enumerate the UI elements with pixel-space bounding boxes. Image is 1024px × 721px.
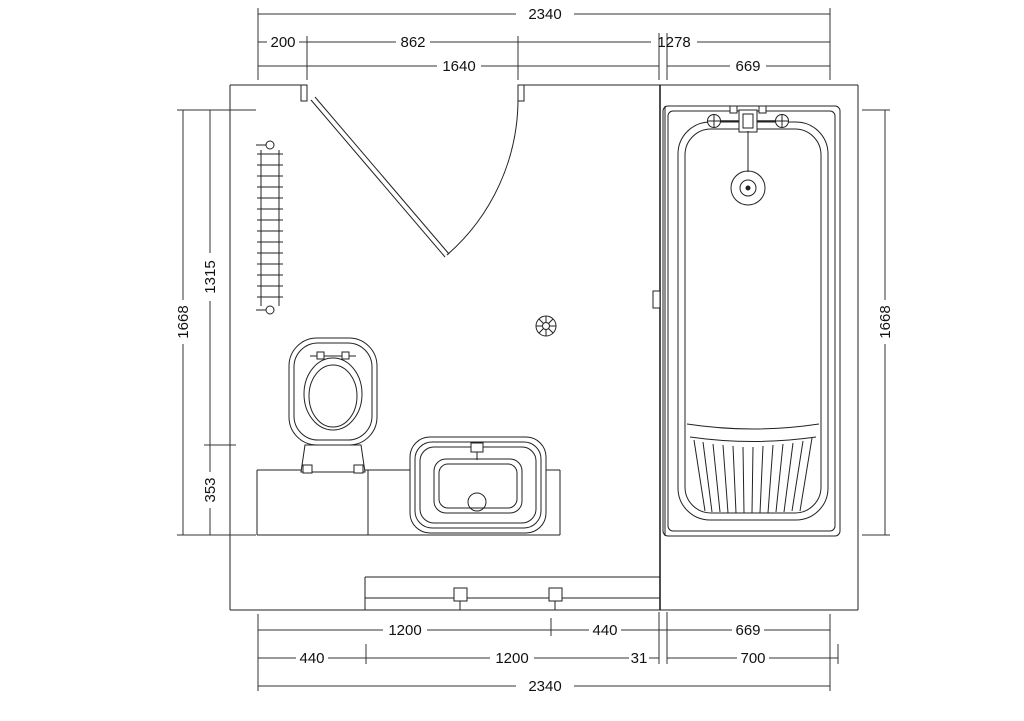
- plinth-detail: [364, 576, 660, 610]
- washbasin: [409, 436, 547, 534]
- mixer-body-inner: [742, 113, 754, 129]
- toilet: [288, 337, 378, 474]
- dimensions-top: 2340 200 862 1278 1640 669: [257, 6, 831, 80]
- toilet-body-outer: [288, 337, 378, 446]
- dim-line-bottom-total: [257, 681, 831, 691]
- mixer-body: [738, 109, 758, 133]
- drain-inner: [542, 322, 550, 330]
- dim-bottom-total: 2340: [528, 678, 561, 695]
- toilet-hinge-right: [341, 351, 350, 360]
- shower-head: [730, 131, 766, 206]
- dim-line-bottom-row1: [257, 625, 831, 635]
- door-swing-arc: [446, 98, 519, 256]
- tub-outer-frame: [662, 105, 841, 537]
- plinth-post-right: [548, 587, 563, 602]
- dimensions-bottom: 1200 440 669 440 1200 31 700 2340: [257, 612, 839, 695]
- shower-partition: [652, 85, 666, 610]
- dim-bottom-669: 669: [735, 622, 760, 639]
- bathtub: [662, 105, 841, 537]
- drain-spokes: [536, 316, 556, 336]
- toilet-foot-left: [302, 464, 313, 474]
- mixer-mount-right: [758, 105, 767, 114]
- dim-line-bottom-row2: [257, 653, 839, 663]
- dim-line-left-outer: [178, 109, 188, 536]
- towel-radiator: [256, 140, 283, 315]
- dim-line-left-inner: [205, 109, 215, 536]
- mixer-mount-left: [729, 105, 738, 114]
- shower-head-inner: [739, 179, 757, 197]
- dim-line-top-total: [257, 9, 831, 19]
- shower-head-outer: [730, 170, 766, 206]
- partition-handle: [652, 290, 661, 309]
- toilet-body-inner: [293, 342, 373, 441]
- door-leaf: [310, 96, 450, 258]
- dim-top-total: 2340: [528, 6, 561, 23]
- dim-top-200: 200: [270, 34, 295, 51]
- dim-line-top-row3: [257, 61, 831, 71]
- dimensions-right: 1668: [862, 109, 894, 536]
- dim-bottom-700: 700: [740, 650, 765, 667]
- dim-bottom-31: 31: [631, 650, 648, 667]
- dim-bottom-1200a: 1200: [388, 622, 421, 639]
- dim-top-669: 669: [735, 58, 760, 75]
- toilet-bowl: [308, 364, 358, 428]
- dim-top-1278: 1278: [657, 34, 690, 51]
- door-jamb-right: [517, 84, 525, 102]
- radiator-valve-top: [265, 140, 275, 150]
- dim-left-1315: 1315: [202, 260, 219, 293]
- floor-drain: [535, 315, 557, 337]
- dim-bottom-440b: 440: [299, 650, 324, 667]
- dim-right-1668: 1668: [877, 305, 894, 338]
- dim-top-862: 862: [400, 34, 425, 51]
- plinth-post-left: [453, 587, 468, 602]
- toilet-foot-right: [353, 464, 364, 474]
- wall-outline: [229, 84, 859, 611]
- dim-line-right-outer: [880, 109, 890, 536]
- radiator-rungs: [256, 144, 283, 311]
- basin-drain: [467, 492, 487, 512]
- basin-faucet: [470, 442, 484, 453]
- toilet-seat: [303, 357, 363, 431]
- basin-outer: [409, 436, 547, 534]
- dim-top-1640: 1640: [442, 58, 475, 75]
- room-walls: [229, 84, 859, 611]
- shower-mixer: [707, 105, 789, 133]
- basin-rim-1: [414, 441, 542, 529]
- toilet-hinge-left: [316, 351, 325, 360]
- mixer-knob-crosses: [707, 114, 789, 128]
- shower-head-center: [745, 185, 751, 191]
- door: [310, 96, 519, 258]
- dimensions-left: 1668 1315 353: [175, 109, 256, 536]
- tub-foot-curves: [686, 423, 820, 442]
- dim-bottom-1200b: 1200: [495, 650, 528, 667]
- dim-left-353: 353: [202, 477, 219, 502]
- dim-left-1668: 1668: [175, 305, 192, 338]
- plinth-lines: [364, 576, 660, 610]
- basin-bowl-inner: [438, 463, 518, 509]
- tub-slope-hatch: [693, 437, 813, 514]
- dim-line-top-row2: [257, 37, 831, 47]
- door-jamb-left: [300, 84, 308, 102]
- basin-bowl-outer: [433, 458, 523, 514]
- radiator-valve-bottom: [265, 305, 275, 315]
- dim-bottom-440a: 440: [592, 622, 617, 639]
- tub-inner-frame: [667, 110, 836, 532]
